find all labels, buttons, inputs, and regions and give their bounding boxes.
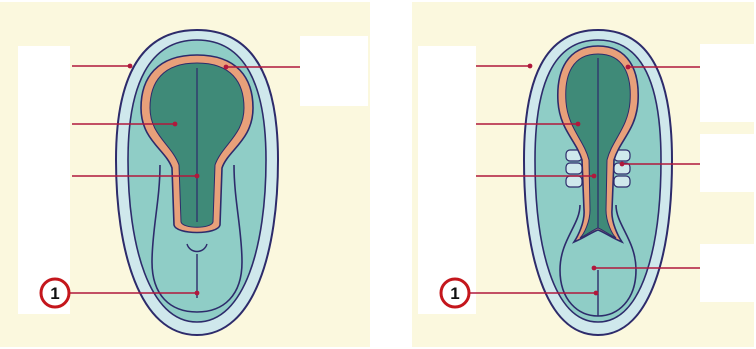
right-leader-dot-tail: [592, 266, 597, 271]
right-blank-label-box-bottom: [700, 244, 756, 302]
right-leader-dot-somite: [620, 162, 625, 167]
right-leader-dot-top-right: [626, 65, 631, 70]
left-blank-label-box-top-right: [300, 36, 368, 106]
left-panel: 1: [0, 2, 370, 347]
left-leader-dot-2: [173, 122, 178, 127]
right-leader-dot-2: [576, 122, 581, 127]
left-blank-label-box-left: [18, 46, 70, 314]
right-blank-label-box-left: [418, 46, 476, 314]
left-leader-dot-1: [128, 64, 133, 69]
right-leader-dot-numbered: [594, 291, 599, 296]
right-panel: 1: [412, 2, 756, 347]
right-leader-dot-1: [528, 64, 533, 69]
right-blank-label-box-middle: [700, 134, 756, 192]
right-leader-dot-3: [592, 174, 597, 179]
right-somite-left-2: [566, 163, 582, 174]
right-callout-number: 1: [450, 284, 459, 303]
left-leader-dot-top-right: [224, 65, 229, 70]
right-blank-label-box-top: [700, 44, 756, 122]
left-leader-dot-3: [195, 174, 200, 179]
right-somite-left-3: [566, 176, 582, 187]
left-leader-dot-numbered: [195, 291, 200, 296]
right-somite-right-3: [614, 176, 630, 187]
left-callout-number: 1: [50, 284, 59, 303]
